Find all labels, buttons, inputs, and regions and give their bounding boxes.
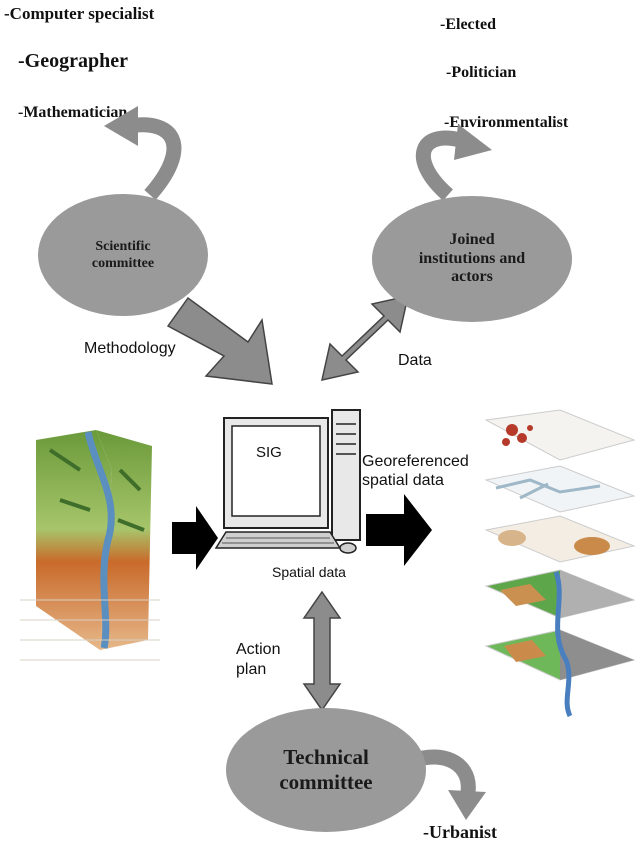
curved-arrow-scientific bbox=[104, 106, 182, 200]
joined-institutions-node: Joined institutions and actors bbox=[372, 196, 572, 322]
methodology-label: Methodology bbox=[84, 340, 176, 357]
scientific-committee-label: Scientific committee bbox=[91, 238, 155, 272]
georeferenced-label: Georeferenced spatial data bbox=[362, 453, 469, 490]
action-plan-double-arrow bbox=[302, 590, 342, 712]
output-arrow bbox=[366, 494, 432, 566]
role-elected: -Elected bbox=[440, 16, 496, 33]
data-label: Data bbox=[398, 352, 432, 369]
role-environmentalist: -Environmentalist bbox=[444, 114, 569, 131]
technical-committee-label: Technical committee bbox=[279, 744, 373, 794]
layered-map-stack-image bbox=[476, 409, 638, 718]
role-computer-specialist: -Computer specialist bbox=[4, 4, 155, 23]
role-geographer: -Geographer bbox=[18, 50, 128, 72]
technical-committee-node: Technical committee bbox=[226, 708, 426, 832]
sig-screen-label: SIG bbox=[256, 444, 282, 461]
scientific-committee-node: Scientific committee bbox=[38, 194, 208, 316]
role-mathematician: -Mathematician bbox=[18, 104, 128, 121]
methodology-arrow bbox=[166, 296, 273, 385]
computer-icon bbox=[214, 409, 361, 554]
joined-institutions-label: Joined institutions and actors bbox=[418, 231, 526, 286]
role-politician: -Politician bbox=[446, 64, 517, 81]
spatial-data-label: Spatial data bbox=[272, 564, 346, 580]
input-arrow bbox=[172, 506, 218, 570]
action-plan-label: Action plan bbox=[236, 641, 281, 678]
data-double-arrow bbox=[321, 295, 409, 381]
curved-arrow-institutions bbox=[415, 124, 492, 201]
terrain-block-image bbox=[14, 424, 162, 686]
role-urbanist: -Urbanist bbox=[423, 822, 498, 842]
